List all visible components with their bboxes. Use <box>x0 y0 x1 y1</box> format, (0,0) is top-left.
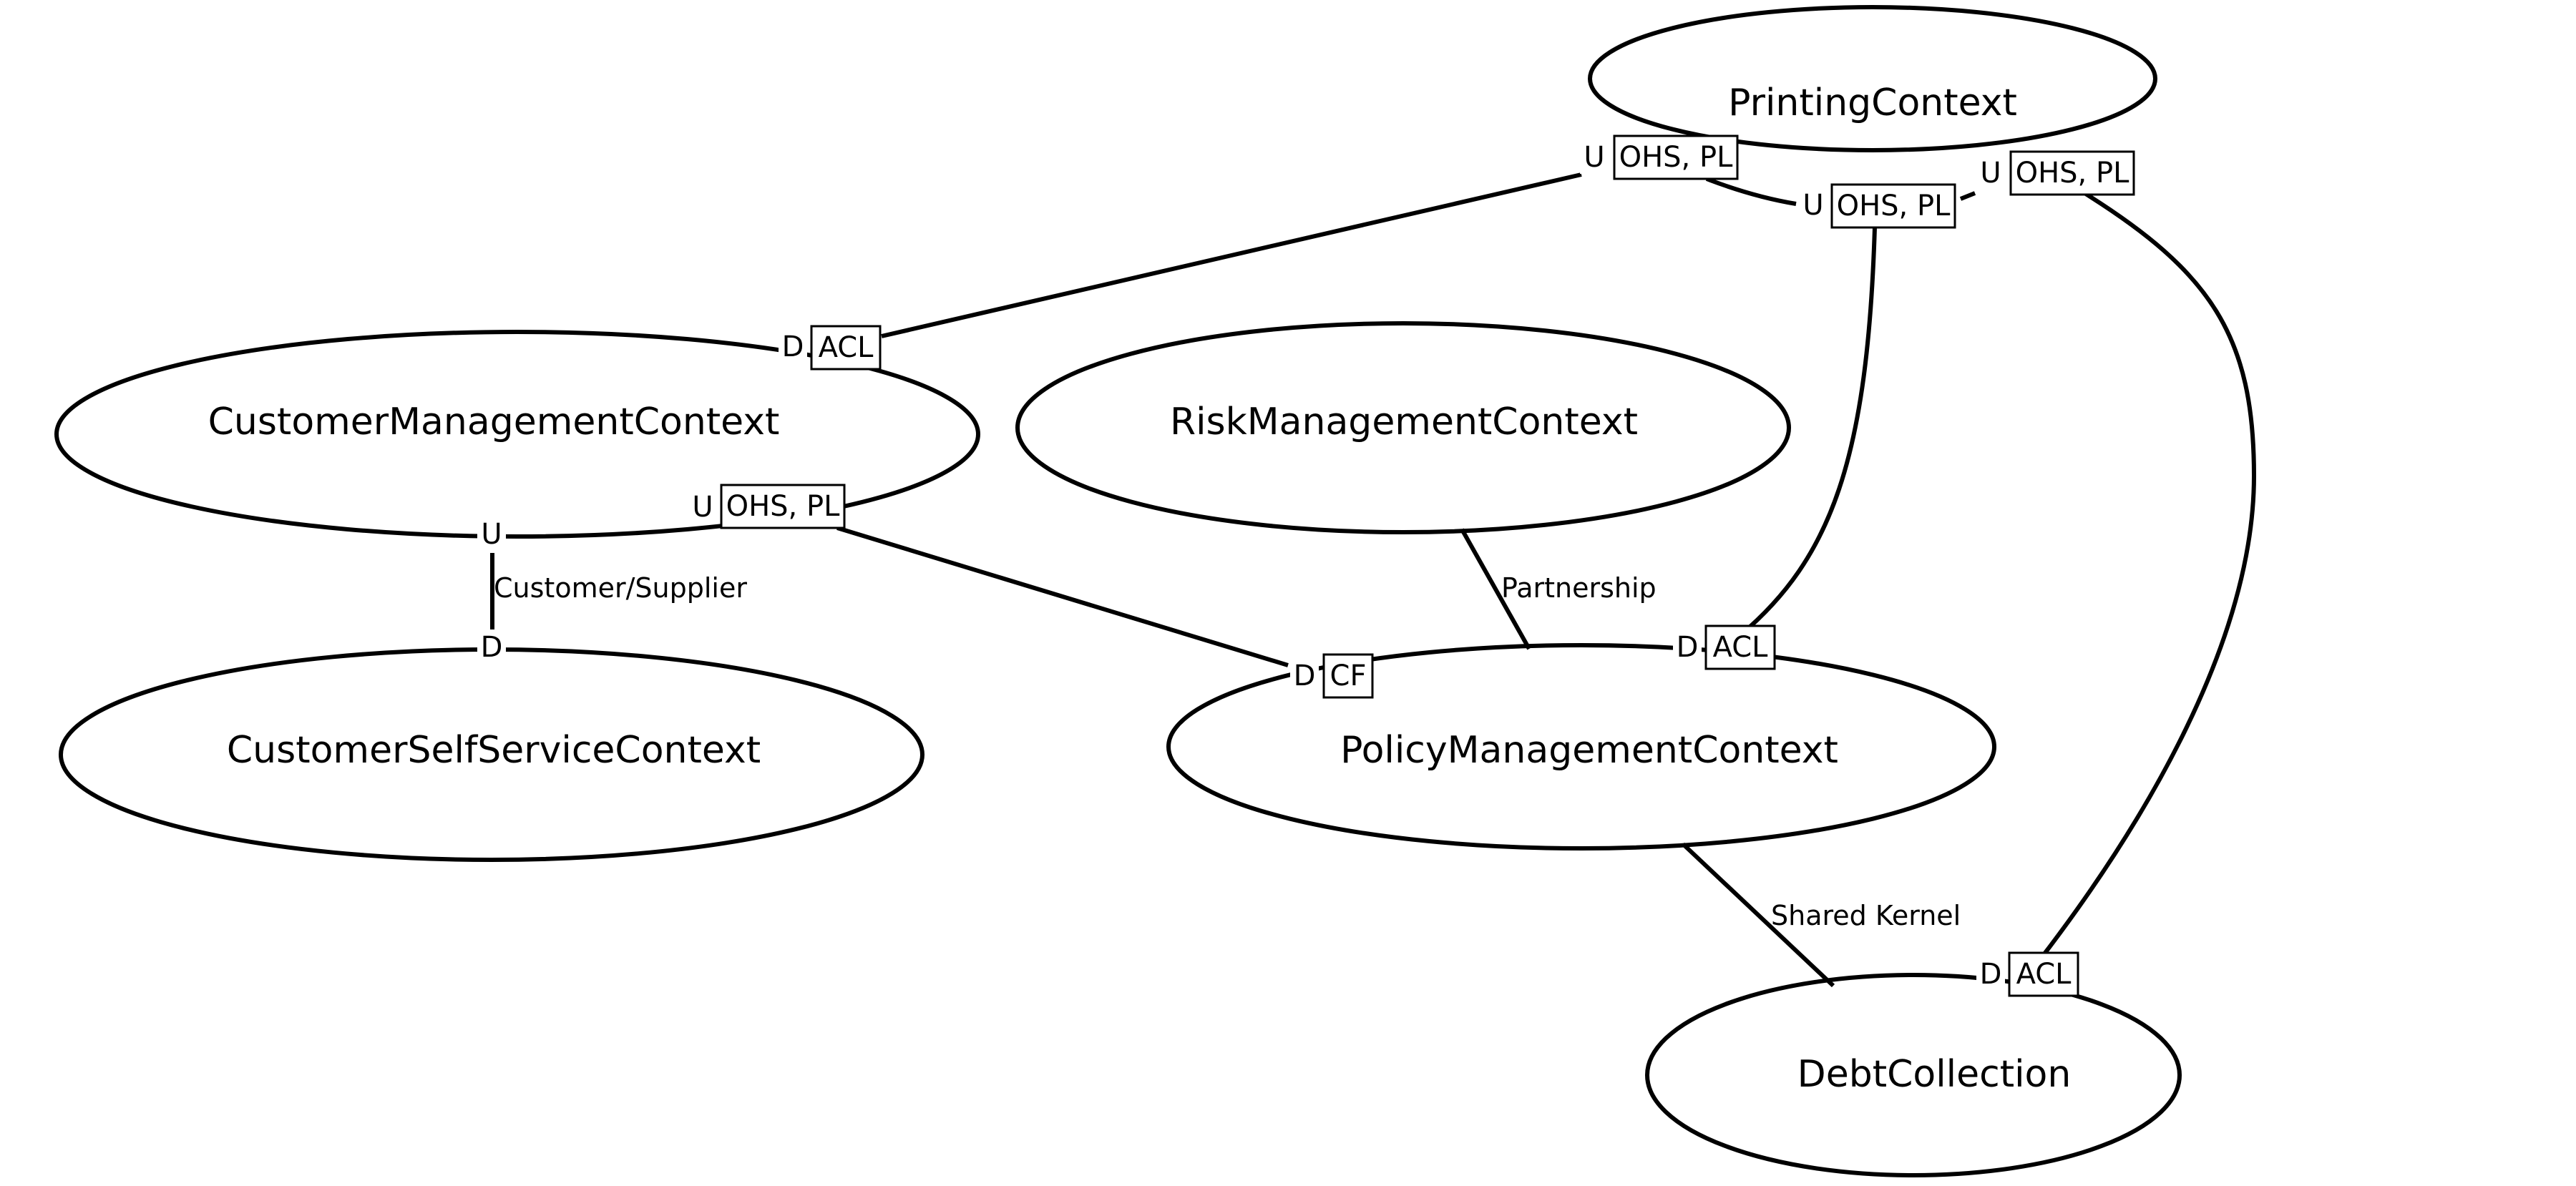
pattern-acl-policymanagement: ACL <box>1704 624 1776 670</box>
edge-printing-stub-mid <box>1705 177 1797 206</box>
pattern-ohs-pl-printing-3: OHS, PL <box>2009 150 2135 196</box>
pattern-ohs-pl-text: OHS, PL <box>1619 141 1734 174</box>
pattern-ohs-pl-text: OHS, PL <box>2016 157 2130 190</box>
edge-customermanagement-policymanagement <box>836 526 1289 667</box>
edge-printing-policymanagement <box>1739 227 1877 637</box>
relationship-partnership-label: Partnership <box>1501 572 1657 604</box>
role-bg <box>1976 958 2005 991</box>
context-riskmanagement-shape <box>1015 321 1791 534</box>
role-downstream-customermanagement: D <box>782 330 804 363</box>
pattern-acl-text: ACL <box>1713 631 1769 664</box>
context-printing-shape <box>1588 5 2157 152</box>
pattern-cf-text: CF <box>1330 660 1367 692</box>
role-bg <box>1580 141 1609 174</box>
pattern-ohs-pl-customermanagement: OHS, PL <box>720 484 846 529</box>
role-upstream-customermanagement-bottom: U <box>481 518 502 551</box>
relationship-shared-kernel-label: Shared Kernel <box>1771 900 1961 931</box>
context-customermanagement-label: CustomerManagementContext <box>208 401 780 443</box>
edge-printing-customermanagement <box>881 172 1582 338</box>
pattern-ohs-pl-text: OHS, PL <box>1837 190 1951 222</box>
edge-printing-debtcollection <box>2039 190 2257 960</box>
context-debtcollection-label: DebtCollection <box>1797 1053 2072 1096</box>
pattern-acl-debtcollection: ACL <box>2008 951 2079 997</box>
role-bg <box>1290 660 1319 692</box>
role-bg <box>1976 157 2005 190</box>
role-downstream-policymanagement-left: D <box>1294 660 1316 692</box>
relationship-customer-supplier-label: Customer/Supplier <box>494 572 747 604</box>
role-bg <box>688 491 717 524</box>
pattern-ohs-pl-printing-1: OHS, PL <box>1613 134 1739 180</box>
role-upstream-printing-3: U <box>1980 157 2001 190</box>
context-riskmanagement-label: RiskManagementContext <box>1170 401 1638 443</box>
edge-printing-stub-right <box>1959 191 1976 201</box>
role-bg <box>1673 631 1702 664</box>
pattern-acl-text: ACL <box>2016 958 2072 991</box>
context-customerselfservice-label: CustomerSelfServiceContext <box>227 729 761 772</box>
role-downstream-policymanagement-right: D <box>1677 631 1699 664</box>
role-bg <box>1799 189 1828 222</box>
role-bg <box>779 330 807 363</box>
role-upstream-printing-1: U <box>1584 141 1604 174</box>
role-bg <box>477 518 506 551</box>
pattern-cf-policymanagement: CF <box>1322 653 1374 699</box>
role-bg <box>477 631 506 664</box>
pattern-ohs-pl-printing-2: OHS, PL <box>1830 183 1956 229</box>
context-policymanagement-shape <box>1166 643 1996 851</box>
context-customermanagement-shape <box>54 330 980 539</box>
pattern-ohs-pl-text: OHS, PL <box>726 490 841 523</box>
context-printing-label: PrintingContext <box>1728 82 2017 124</box>
role-upstream-printing-2: U <box>1802 189 1823 222</box>
context-debtcollection-shape <box>1645 973 2182 1177</box>
edge-risk-policy <box>1460 528 1531 650</box>
edge-policy-debt <box>1681 842 1835 988</box>
role-downstream-customerselfservice: D <box>481 631 503 664</box>
pattern-acl-text: ACL <box>819 331 874 364</box>
pattern-acl-customermanagement: ACL <box>810 325 882 371</box>
context-policymanagement-label: PolicyManagementContext <box>1340 729 1838 772</box>
role-upstream-customermanagement-right: U <box>692 491 713 524</box>
role-downstream-debtcollection: D <box>1980 958 2002 991</box>
